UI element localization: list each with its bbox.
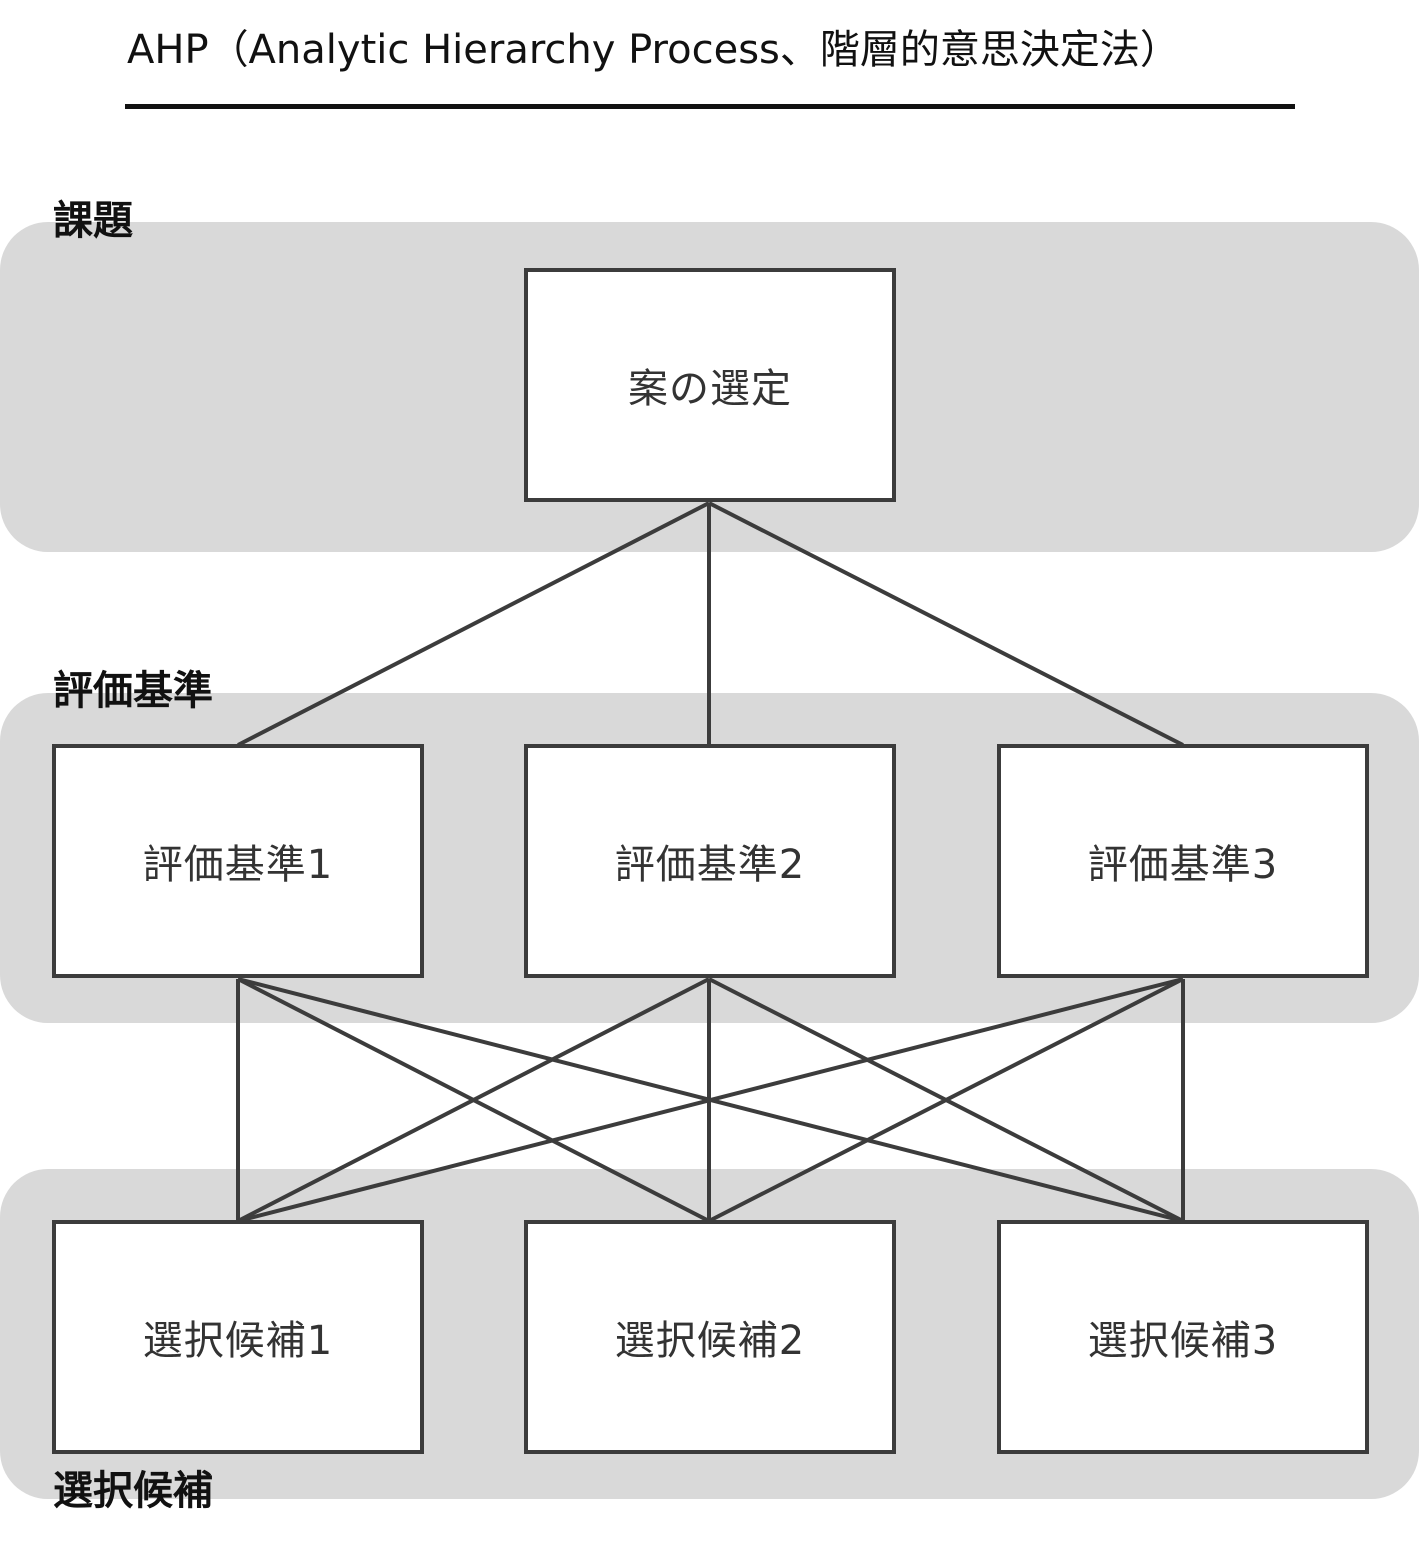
diagram-title: AHP（Analytic Hierarchy Process、階層的意思決定法） (127, 27, 1180, 73)
connector-criterion-3-to-alternative-2 (708, 977, 1184, 1223)
criterion-node-2: 評価基準2 (524, 744, 896, 978)
connector-criterion-2-to-alternative-1 (237, 977, 710, 1223)
alternatives-layer-label: 選択候補 (53, 1468, 213, 1514)
connector-goal-to-criterion-3 (708, 501, 1184, 747)
connector-goal-to-criterion-1 (237, 501, 710, 747)
criterion-node-3: 評価基準3 (997, 744, 1369, 978)
goal-node: 案の選定 (524, 268, 896, 502)
task-layer-label: 課題 (53, 198, 133, 244)
title-underline (125, 104, 1295, 109)
criterion-node-1: 評価基準1 (52, 744, 424, 978)
criteria-layer-label: 評価基準 (53, 668, 213, 714)
alternative-node-1: 選択候補1 (52, 1220, 424, 1454)
alternative-node-3: 選択候補3 (997, 1220, 1369, 1454)
connector-criterion-3-to-alternative-1 (237, 977, 1184, 1223)
alternative-node-2: 選択候補2 (524, 1220, 896, 1454)
